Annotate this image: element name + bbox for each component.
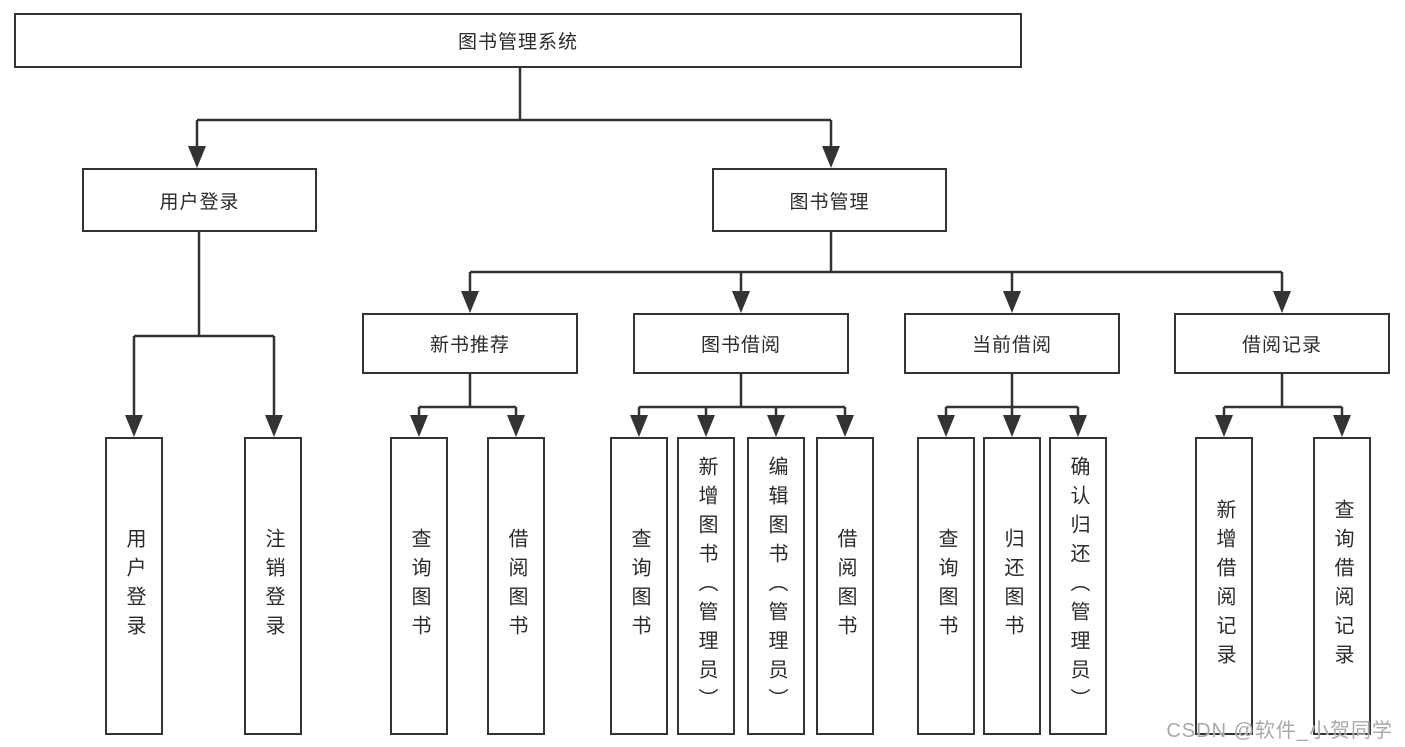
node-label: 借阅记录: [1241, 335, 1322, 356]
leaf-logout: 注销登录: [244, 437, 302, 735]
leaf-query-book: 查询图书: [610, 437, 668, 735]
connector-borrow-records: [1215, 374, 1351, 437]
leaf-user-login: 用户登录: [105, 437, 163, 735]
node-user-login: 用户登录: [82, 168, 317, 232]
leaf-add-book-admin: 新增图书（管理员）: [677, 437, 735, 735]
node-label: 注销登录: [262, 528, 284, 644]
csdn-watermark: CSDN @软件_小贺同学: [1166, 720, 1393, 742]
node-label: 查询图书: [628, 528, 650, 644]
leaf-query-borrow-record: 查询借阅记录: [1313, 437, 1371, 735]
leaf-borrow-book: 借阅图书: [487, 437, 545, 735]
node-label: 用户登录: [159, 191, 240, 213]
node-label: 新增借阅记录: [1213, 499, 1235, 673]
leaf-confirm-return-admin: 确认归还（管理员）: [1049, 437, 1107, 735]
connector-book-borrow: [630, 374, 854, 437]
node-label: 图书管理系统: [457, 32, 578, 53]
node-book-borrow: 图书借阅: [633, 313, 849, 374]
node-label: 借阅图书: [834, 528, 856, 644]
node-label: 用户登录: [123, 528, 145, 644]
leaf-borrow-book: 借阅图书: [816, 437, 874, 735]
node-label: 新书推荐: [429, 335, 510, 356]
leaf-return-book: 归还图书: [983, 437, 1041, 735]
node-system-root: 图书管理系统: [14, 13, 1022, 68]
connector-user-login: [125, 232, 283, 437]
connector-new-book-recommend: [410, 374, 525, 437]
connector-root: [188, 68, 840, 168]
node-label: 借阅图书: [505, 528, 527, 644]
node-current-borrow: 当前借阅: [904, 313, 1120, 374]
node-label: 查询图书: [935, 528, 957, 644]
node-label: 新增图书（管理员）: [695, 455, 717, 717]
node-label: 当前借阅: [971, 335, 1052, 356]
leaf-add-borrow-record: 新增借阅记录: [1195, 437, 1253, 735]
node-label: 图书借阅: [700, 335, 781, 356]
node-label: 确认归还（管理员）: [1067, 455, 1089, 717]
node-book-management: 图书管理: [712, 168, 947, 232]
node-label: 图书管理: [789, 191, 870, 213]
leaf-edit-book-admin: 编辑图书（管理员）: [747, 437, 805, 735]
node-label: 归还图书: [1001, 528, 1023, 644]
node-borrow-records: 借阅记录: [1174, 313, 1390, 374]
node-label: 编辑图书（管理员）: [765, 455, 787, 717]
leaf-query-book: 查询图书: [390, 437, 448, 735]
connector-book-management: [461, 232, 1291, 313]
node-label: 查询借阅记录: [1331, 499, 1353, 673]
leaf-query-book: 查询图书: [917, 437, 975, 735]
node-new-book-recommend: 新书推荐: [362, 313, 578, 374]
node-label: 查询图书: [408, 528, 430, 644]
connector-current-borrow: [937, 374, 1087, 437]
